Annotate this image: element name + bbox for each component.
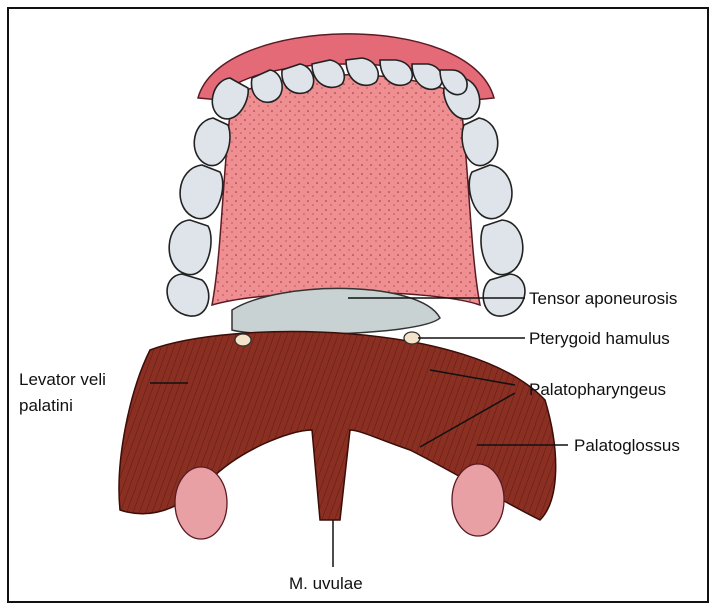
- right-tonsil: [452, 464, 504, 536]
- label-palatoglossus: Palatoglossus: [574, 436, 680, 455]
- label-levator-line1: Levator veli: [19, 370, 106, 389]
- left-hamulus: [235, 334, 251, 346]
- label-tensor-aponeurosis: Tensor aponeurosis: [529, 289, 677, 308]
- label-m-uvulae: M. uvulae: [289, 574, 363, 593]
- label-levator-line2: palatini: [19, 396, 73, 415]
- label-palatopharyngeus: Palatopharyngeus: [529, 380, 666, 399]
- label-pterygoid-hamulus: Pterygoid hamulus: [529, 329, 670, 348]
- left-tonsil: [175, 467, 227, 539]
- right-hamulus: [404, 332, 420, 344]
- palate-stipple: [212, 75, 480, 305]
